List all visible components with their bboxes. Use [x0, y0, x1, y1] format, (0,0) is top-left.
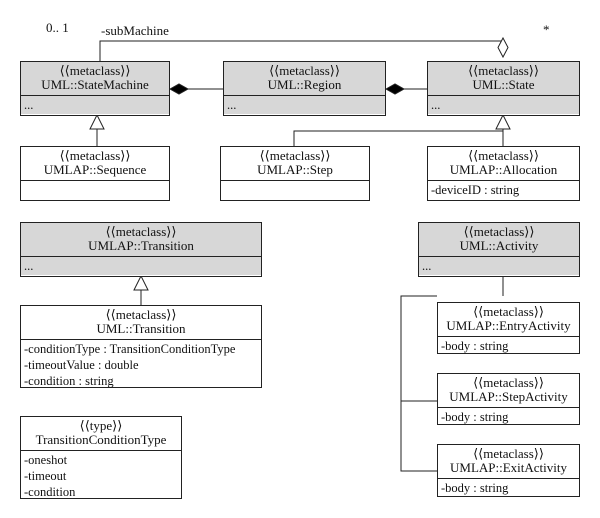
class-box-umlap-allocation: ⟨⟨metaclass⟩⟩UMLAP::Allocation -deviceID…	[427, 146, 580, 201]
class-box-umlap-exitactivity: ⟨⟨metaclass⟩⟩UMLAP::ExitActivity -body :…	[437, 444, 580, 497]
class-name: UMLAP::StepActivity	[449, 389, 568, 404]
stereotype-label: ⟨⟨metaclass⟩⟩	[468, 63, 539, 78]
generalization-step-allocation	[293, 129, 504, 146]
stereotype-label: ⟨⟨metaclass⟩⟩	[473, 304, 544, 319]
composition-diamond-statemachine	[168, 83, 190, 95]
class-name: UML::Region	[267, 77, 342, 92]
stereotype-label: ⟨⟨metaclass⟩⟩	[463, 224, 535, 239]
stereotype-label: ⟨⟨metaclass⟩⟩	[59, 148, 131, 163]
enum-literal: -timeout	[24, 469, 67, 483]
generalization-arrow-state	[495, 113, 511, 130]
class-box-umlap-entryactivity: ⟨⟨metaclass⟩⟩UMLAP::EntryActivity -body …	[437, 302, 580, 354]
stereotype-label: ⟨⟨metaclass⟩⟩	[59, 63, 131, 78]
aggregation-diamond	[497, 36, 509, 59]
attribute: -timeoutValue : double	[24, 358, 139, 372]
class-box-uml-state: ⟨⟨metaclass⟩⟩UML::State ...	[427, 61, 580, 116]
attribute: ...	[422, 259, 432, 273]
class-name: UMLAP::Transition	[88, 238, 194, 253]
class-name: UMLAP::Sequence	[43, 162, 147, 177]
class-box-umlap-transition: ⟨⟨metaclass⟩⟩UMLAP::Transition ...	[20, 222, 262, 277]
attribute: -body : string	[441, 339, 509, 353]
attribute: ...	[227, 98, 237, 112]
stereotype-label: ⟨⟨metaclass⟩⟩	[105, 307, 177, 322]
generalization-activities	[400, 259, 504, 472]
stereotype-label: ⟨⟨metaclass⟩⟩	[259, 148, 331, 163]
class-box-uml-activity: ⟨⟨metaclass⟩⟩UML::Activity ...	[418, 222, 580, 277]
class-name: UML::Activity	[459, 238, 539, 253]
class-name: UML::Transition	[96, 321, 186, 336]
enum-literal: -oneshot	[24, 453, 68, 467]
class-name: TransitionConditionType	[35, 432, 167, 447]
multiplicity-label-left: 0.. 1	[46, 20, 69, 35]
class-box-transitionconditiontype: ⟨⟨type⟩⟩TransitionConditionType -oneshot…	[20, 416, 182, 499]
class-name: UML::State	[472, 77, 535, 92]
class-box-umlap-stepactivity: ⟨⟨metaclass⟩⟩UMLAP::StepActivity -body :…	[437, 373, 580, 425]
class-name: UMLAP::Step	[257, 162, 333, 177]
class-box-uml-transition: ⟨⟨metaclass⟩⟩UML::Transition -conditionT…	[20, 305, 262, 388]
class-name: UMLAP::ExitActivity	[450, 460, 567, 475]
class-box-uml-region: ⟨⟨metaclass⟩⟩UML::Region ...	[223, 61, 386, 116]
generalization-arrow-statemachine	[89, 113, 105, 130]
class-name: UMLAP::Allocation	[449, 162, 558, 177]
class-box-umlap-step: ⟨⟨metaclass⟩⟩UMLAP::Step	[220, 146, 370, 201]
attribute: ...	[431, 98, 441, 112]
class-box-uml-statemachine: ⟨⟨metaclass⟩⟩UML::StateMachine ...	[20, 61, 170, 116]
stereotype-label: ⟨⟨metaclass⟩⟩	[105, 224, 177, 239]
class-name: UML::StateMachine	[41, 77, 149, 92]
stereotype-label: ⟨⟨metaclass⟩⟩	[473, 375, 544, 390]
generalization-arrow-transition	[133, 274, 149, 291]
stereotype-label: ⟨⟨metaclass⟩⟩	[473, 446, 544, 461]
stereotype-label: ⟨⟨metaclass⟩⟩	[269, 63, 340, 78]
class-box-umlap-sequence: ⟨⟨metaclass⟩⟩UMLAP::Sequence	[20, 146, 170, 201]
attribute: -condition : string	[24, 374, 114, 388]
attribute: -body : string	[441, 410, 509, 424]
submachine-association	[99, 40, 504, 61]
enum-literal: -condition	[24, 485, 76, 499]
composition-diamond-region	[384, 83, 406, 95]
role-label-submachine: -subMachine	[101, 23, 169, 38]
stereotype-label: ⟨⟨metaclass⟩⟩	[468, 148, 539, 163]
attribute: -body : string	[441, 481, 509, 495]
attribute: -deviceID : string	[431, 183, 520, 197]
attribute: ...	[24, 259, 34, 273]
class-name: UMLAP::EntryActivity	[446, 318, 571, 333]
attribute: -conditionType : TransitionConditionType	[24, 342, 236, 356]
multiplicity-label-right: *	[543, 22, 550, 37]
attribute: ...	[24, 98, 34, 112]
stereotype-label: ⟨⟨type⟩⟩	[79, 418, 123, 433]
